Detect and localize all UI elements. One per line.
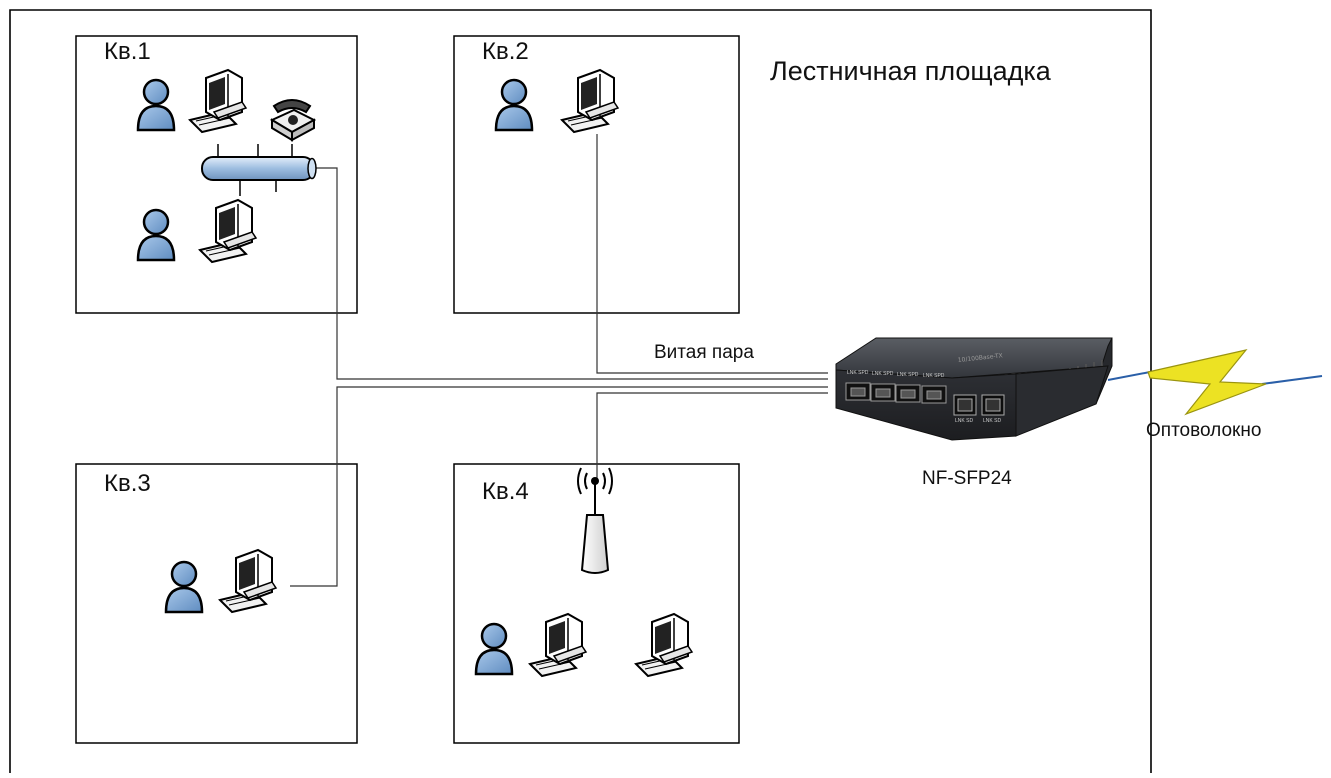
user-icon (136, 208, 176, 262)
twisted-pair-cables (290, 134, 828, 587)
apartment-label-1: Кв.1 (104, 38, 151, 65)
port-label: LNK SPD (923, 373, 945, 379)
switch-model-label: NF-SFP24 (922, 468, 1012, 489)
lightning-icon (1147, 349, 1267, 416)
port-label: LNK SPD (847, 370, 869, 376)
user-icon (164, 560, 204, 614)
floor-boundary (9, 9, 1152, 773)
cable-apt1 (316, 167, 828, 380)
wireless-access-point-icon (577, 467, 613, 574)
apartment-box-3 (75, 463, 358, 744)
port-label: LNK SPD (872, 371, 894, 377)
apartment-label-2: Кв.2 (482, 38, 529, 65)
apt1-devices (136, 69, 317, 263)
apt4-devices (474, 467, 693, 677)
fiber-link (1107, 349, 1323, 416)
apartment-label-4: Кв.4 (482, 478, 529, 505)
user-icon (494, 78, 534, 132)
computer-icon (189, 69, 247, 133)
user-icon (474, 622, 514, 676)
cable-apt2 (596, 134, 828, 374)
twisted-pair-label: Витая пара (654, 342, 754, 363)
computer-icon (561, 69, 619, 133)
apt2-devices (494, 69, 619, 133)
sfp-label: LNK SD (955, 418, 974, 424)
media-converter-switch-icon: 10/100Base-TX (835, 337, 1113, 441)
staircase-landing-label: Лестничная площадка (770, 56, 1051, 86)
hub-icon (201, 144, 317, 196)
svg-text:10/100Base-TX: 10/100Base-TX (957, 352, 1003, 364)
apartment-label-3: Кв.3 (104, 470, 151, 497)
apartment-box-1 (75, 35, 358, 314)
computer-icon (199, 199, 257, 263)
cable-apt4 (596, 392, 828, 482)
fiber-label: Оптоволокно (1146, 420, 1262, 441)
computer-icon (219, 549, 277, 613)
telephone-icon (271, 99, 315, 141)
cable-apt3 (290, 386, 828, 587)
user-icon (136, 78, 176, 132)
computer-icon (635, 613, 693, 677)
apt3-devices (164, 549, 277, 614)
port-label: LNK SPD (897, 372, 919, 378)
sfp-label: LNK SD (983, 418, 1002, 424)
computer-icon (529, 613, 587, 677)
